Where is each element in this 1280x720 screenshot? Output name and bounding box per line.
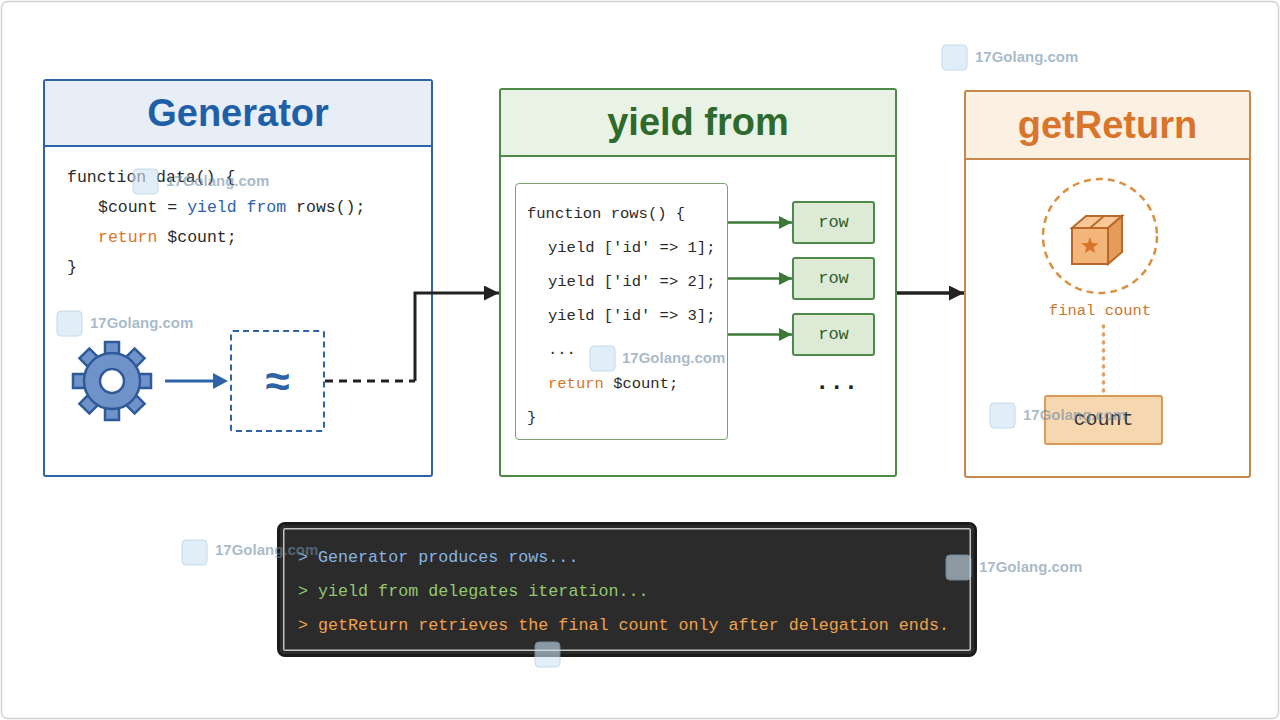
gear-hole: [100, 369, 124, 393]
watermark-icon: [133, 169, 158, 194]
watermark: 17Golang.com: [1023, 406, 1126, 424]
watermark: 17Golang.com: [979, 558, 1082, 576]
code-box: function rows() {yield ['id' => 1];yield…: [515, 183, 728, 440]
code-line: > yield from delegates iteration...: [280, 575, 974, 609]
code-line: > Generator produces rows...: [280, 541, 974, 575]
connector: [897, 293, 964, 294]
gear-tooth: [105, 342, 119, 358]
gear-tooth: [123, 348, 144, 369]
watermark-icons: [57, 45, 1015, 667]
gear-tooth: [105, 404, 119, 420]
gear-body: [84, 353, 140, 409]
panel: yield fromfunction rows() {yield ['id' =…: [499, 88, 897, 477]
watermark: 17Golang.com: [90, 314, 193, 332]
connector-line: [415, 293, 499, 381]
code-token: return: [98, 228, 157, 247]
row-box: row: [792, 257, 875, 300]
code-token: $count;: [613, 375, 678, 393]
code-line: yield ['id' => 3];: [516, 299, 727, 333]
gear-tooth: [73, 374, 89, 388]
circle-outline: [1040, 176, 1160, 296]
code-token: return: [548, 375, 604, 393]
node-label: row: [818, 212, 849, 234]
star: [1081, 237, 1098, 253]
connector-line: [728, 221, 792, 224]
watermark: 17Golang.com: [166, 172, 269, 190]
gear-tooth: [123, 392, 144, 413]
connector: [728, 334, 792, 335]
watermark-icon: [57, 311, 82, 336]
code-token: $count: [98, 198, 157, 217]
panel: Generatorfunction data() {$count = yield…: [43, 79, 433, 477]
box-top: [1072, 216, 1122, 228]
box-tape: [1090, 216, 1104, 228]
dashed-circle-outline: [1043, 179, 1157, 293]
watermark: 17Golang.com: [622, 349, 725, 367]
flow-arrow-shaft: [165, 380, 216, 383]
code-token: [157, 198, 167, 217]
code-line: $count = yield from rows();: [45, 193, 431, 223]
terminal-box: > Generator produces rows...> yield from…: [277, 522, 977, 657]
code-token: yield: [187, 198, 237, 217]
dashed-box: ≈: [230, 330, 325, 432]
watermark-icon: [182, 540, 207, 565]
code-line: return $count;: [45, 223, 431, 253]
watermark-icon: [942, 45, 967, 70]
watermark: 17Golang.com: [215, 541, 318, 559]
box-icon: [1072, 216, 1122, 264]
panel-title: getReturn: [966, 92, 1249, 160]
connector: [728, 222, 792, 223]
watermark: 17Golang.com: [975, 48, 1078, 66]
watermark-icon: [946, 555, 971, 580]
row-box: row: [792, 201, 875, 244]
code-line: function rows() {: [516, 197, 727, 231]
node-label: final count: [1049, 300, 1151, 322]
connector-line: [1102, 326, 1106, 395]
code-token: [157, 228, 167, 247]
node-label: row: [818, 324, 849, 346]
node-label: row: [818, 268, 849, 290]
dashed-circle: final count: [1040, 176, 1160, 326]
ellipsis: ...: [815, 368, 858, 398]
connector: [1103, 326, 1104, 395]
code-line: }: [516, 401, 727, 435]
panel-title: yield from: [501, 90, 895, 157]
connector: [325, 293, 499, 381]
panel-title: Generator: [45, 81, 431, 147]
watermark-icon: [990, 403, 1015, 428]
node-label: ≈: [265, 356, 289, 406]
code-line: > getReturn retrieves the final count on…: [280, 609, 974, 643]
watermark-icon: [535, 642, 560, 667]
gear-tooth: [79, 348, 100, 369]
code-token: rows();: [296, 198, 365, 217]
connector-line: [325, 380, 415, 383]
code-token: [604, 375, 613, 393]
code-line: return $count;: [516, 367, 727, 401]
connector-line: [897, 291, 964, 295]
box-side: [1108, 216, 1122, 264]
code-line: yield ['id' => 1];: [516, 231, 727, 265]
connector: [728, 278, 792, 279]
connector-line: [728, 333, 792, 336]
code-line: }: [45, 253, 431, 283]
code-token: from: [247, 198, 287, 217]
code-token: =: [167, 198, 177, 217]
code-line: yield ['id' => 2];: [516, 265, 727, 299]
box-front: [1072, 228, 1108, 264]
gear-tooth: [135, 374, 151, 388]
code-token: [286, 198, 296, 217]
gear-tooth: [79, 392, 100, 413]
code-token: [237, 198, 247, 217]
code-token: [177, 198, 187, 217]
gear-icon: [73, 342, 151, 420]
code-token: $count;: [167, 228, 236, 247]
connector-line: [728, 277, 792, 280]
row-box: row: [792, 313, 875, 356]
flow-arrow-head: [213, 373, 228, 389]
watermark-icon: [590, 346, 615, 371]
